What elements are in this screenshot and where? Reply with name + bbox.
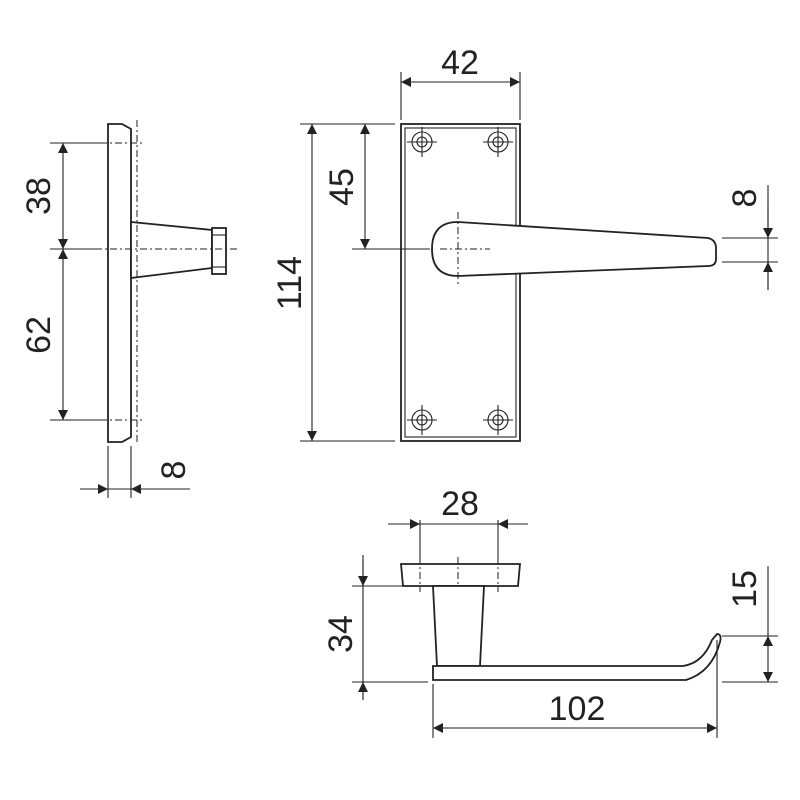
top-lever — [432, 633, 722, 681]
side-view: 38 62 8 — [20, 120, 238, 498]
dim-label-38: 38 — [20, 177, 58, 215]
screw-hole-bottom-right — [483, 405, 513, 435]
dim-label-42: 42 — [441, 44, 479, 82]
side-backplate — [107, 123, 132, 443]
dim-label-62: 62 — [20, 316, 58, 354]
top-neck — [432, 585, 485, 667]
front-backplate — [400, 123, 521, 442]
screw-hole-top-left — [407, 127, 437, 157]
side-neck — [130, 221, 213, 280]
dim-label-34: 34 — [322, 615, 360, 653]
front-lever — [431, 221, 717, 277]
dim-label-114: 114 — [271, 256, 309, 310]
top-view: 28 34 15 102 — [322, 485, 778, 738]
dim-label-28: 28 — [441, 485, 479, 523]
screw-hole-top-right — [483, 127, 513, 157]
dim-label-45: 45 — [323, 168, 361, 206]
screw-hole-bottom-left — [407, 405, 437, 435]
top-rose — [400, 563, 521, 587]
dim-label-15: 15 — [726, 570, 764, 608]
side-collar — [211, 227, 227, 275]
front-view: 42 114 45 8 — [271, 44, 778, 442]
dim-label-lever-8: 8 — [726, 189, 764, 208]
dim-label-side-8: 8 — [155, 461, 193, 480]
dim-label-102: 102 — [549, 690, 606, 728]
